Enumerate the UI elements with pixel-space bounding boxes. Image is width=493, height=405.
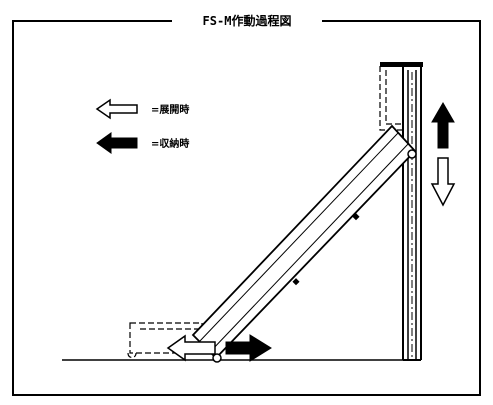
stowed-position-outline (379, 66, 403, 131)
slide-retract-arrow-icon (225, 334, 272, 362)
inclined-panel (191, 124, 417, 363)
diagram-title: FS-M作動過程図 (203, 13, 292, 28)
hollow-arrow-icon (95, 98, 138, 120)
legend-retract-label: =収納時 (151, 137, 189, 150)
vertical-post (380, 62, 423, 361)
solid-arrow-icon (96, 132, 138, 154)
lift-retract-arrow-icon (431, 102, 455, 149)
diagram-frame (12, 20, 481, 396)
legend: =展開時 =収納時 (95, 98, 189, 154)
legend-deploy-label: =展開時 (151, 103, 189, 116)
lift-deploy-arrow-icon (430, 157, 456, 207)
slide-deploy-arrow-icon (166, 334, 216, 362)
